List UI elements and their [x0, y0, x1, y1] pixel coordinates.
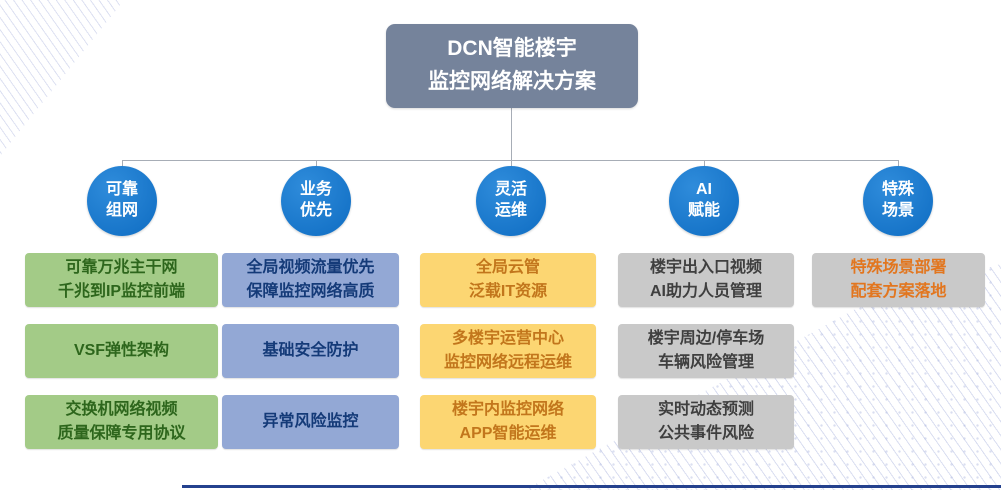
feature-box-line: VSF弹性架构: [73, 342, 170, 359]
feature-box-line: 异常风险监控: [262, 413, 359, 430]
branch-circle-label: 赋能: [687, 202, 720, 219]
feature-box-line: 保障监控网络高质: [246, 283, 375, 300]
branch-circle-special-scenarios: 特殊 场景: [863, 166, 933, 236]
feature-box-line: 千兆到IP监控前端: [57, 283, 186, 300]
branch-circle-ai-empowerment: AI 赋能: [669, 166, 739, 236]
diagram-title-line-2: 监控网络解决方案: [428, 70, 596, 93]
diagram-title: DCN智能楼宇 监控网络解决方案: [386, 24, 638, 108]
branch-circle-label: 优先: [299, 202, 332, 219]
feature-box-line: 楼宇周边/停车场: [647, 330, 765, 347]
branch-circle-label: 特殊: [881, 181, 914, 199]
feature-box-line: 监控网络远程运维: [443, 354, 572, 371]
feature-box: 交换机网络视频 质量保障专用协议: [25, 395, 218, 449]
feature-box-line: 质量保障专用协议: [57, 425, 186, 442]
feature-box-line: 实时动态预测: [657, 401, 754, 418]
bottom-accent-line: [182, 485, 1001, 488]
feature-box: 全局云管 泛载IT资源: [420, 253, 596, 307]
feature-box-line: 车辆风险管理: [657, 354, 754, 371]
feature-box: 楼宇内监控网络 APP智能运维: [420, 395, 596, 449]
feature-box-line: 特殊场景部署: [850, 259, 947, 276]
feature-box-line: 楼宇出入口视频: [649, 259, 762, 276]
connector-stub-1: [122, 160, 123, 168]
feature-box-line: 公共事件风险: [657, 425, 754, 442]
branch-circle-label: 业务: [299, 181, 332, 199]
branch-circle-label: AI: [696, 181, 712, 199]
feature-box-line: 楼宇内监控网络: [451, 401, 564, 418]
feature-box-line: 多楼宇运营中心: [451, 330, 564, 347]
feature-box: 多楼宇运营中心 监控网络远程运维: [420, 324, 596, 378]
branch-circle-label: 运维: [494, 202, 527, 219]
feature-box: 异常风险监控: [222, 395, 399, 449]
branch-circle-label: 组网: [105, 202, 138, 219]
connector-stub-3: [511, 160, 512, 168]
feature-box-line: 全局云管: [475, 259, 540, 276]
connector-title-vertical: [511, 108, 512, 160]
feature-box-line: 基础安全防护: [262, 342, 359, 359]
feature-box: 特殊场景部署 配套方案落地: [812, 253, 985, 307]
feature-box: 全局视频流量优先 保障监控网络高质: [222, 253, 399, 307]
branch-circle-service-priority: 业务 优先: [281, 166, 351, 236]
feature-box-line: 交换机网络视频: [65, 401, 178, 418]
feature-box: 实时动态预测 公共事件风险: [618, 395, 794, 449]
diagram-title-line-1: DCN智能楼宇: [447, 37, 577, 61]
feature-box-line: APP智能运维: [459, 425, 557, 442]
connector-stub-4: [704, 160, 705, 168]
feature-box: 可靠万兆主干网 千兆到IP监控前端: [25, 253, 218, 307]
branch-circle-label: 可靠: [105, 181, 138, 199]
connector-stub-2: [316, 160, 317, 168]
feature-box: 基础安全防护: [222, 324, 399, 378]
feature-box: 楼宇出入口视频 AI助力人员管理: [618, 253, 794, 307]
feature-box-line: 泛载IT资源: [468, 283, 548, 300]
connector-stub-5: [898, 160, 899, 168]
connector-horizontal-main: [122, 160, 898, 161]
feature-box-line: AI助力人员管理: [649, 283, 762, 300]
branch-circle-flexible-ops: 灵活 运维: [476, 166, 546, 236]
branch-circle-label: 场景: [881, 202, 914, 219]
feature-box-line: 可靠万兆主干网: [65, 259, 178, 276]
feature-box: 楼宇周边/停车场 车辆风险管理: [618, 324, 794, 378]
branch-circle-reliable-networking: 可靠 组网: [87, 166, 157, 236]
feature-box-line: 全局视频流量优先: [246, 259, 375, 276]
branch-circle-label: 灵活: [494, 181, 527, 199]
feature-box: VSF弹性架构: [25, 324, 218, 378]
feature-box-line: 配套方案落地: [850, 283, 947, 300]
